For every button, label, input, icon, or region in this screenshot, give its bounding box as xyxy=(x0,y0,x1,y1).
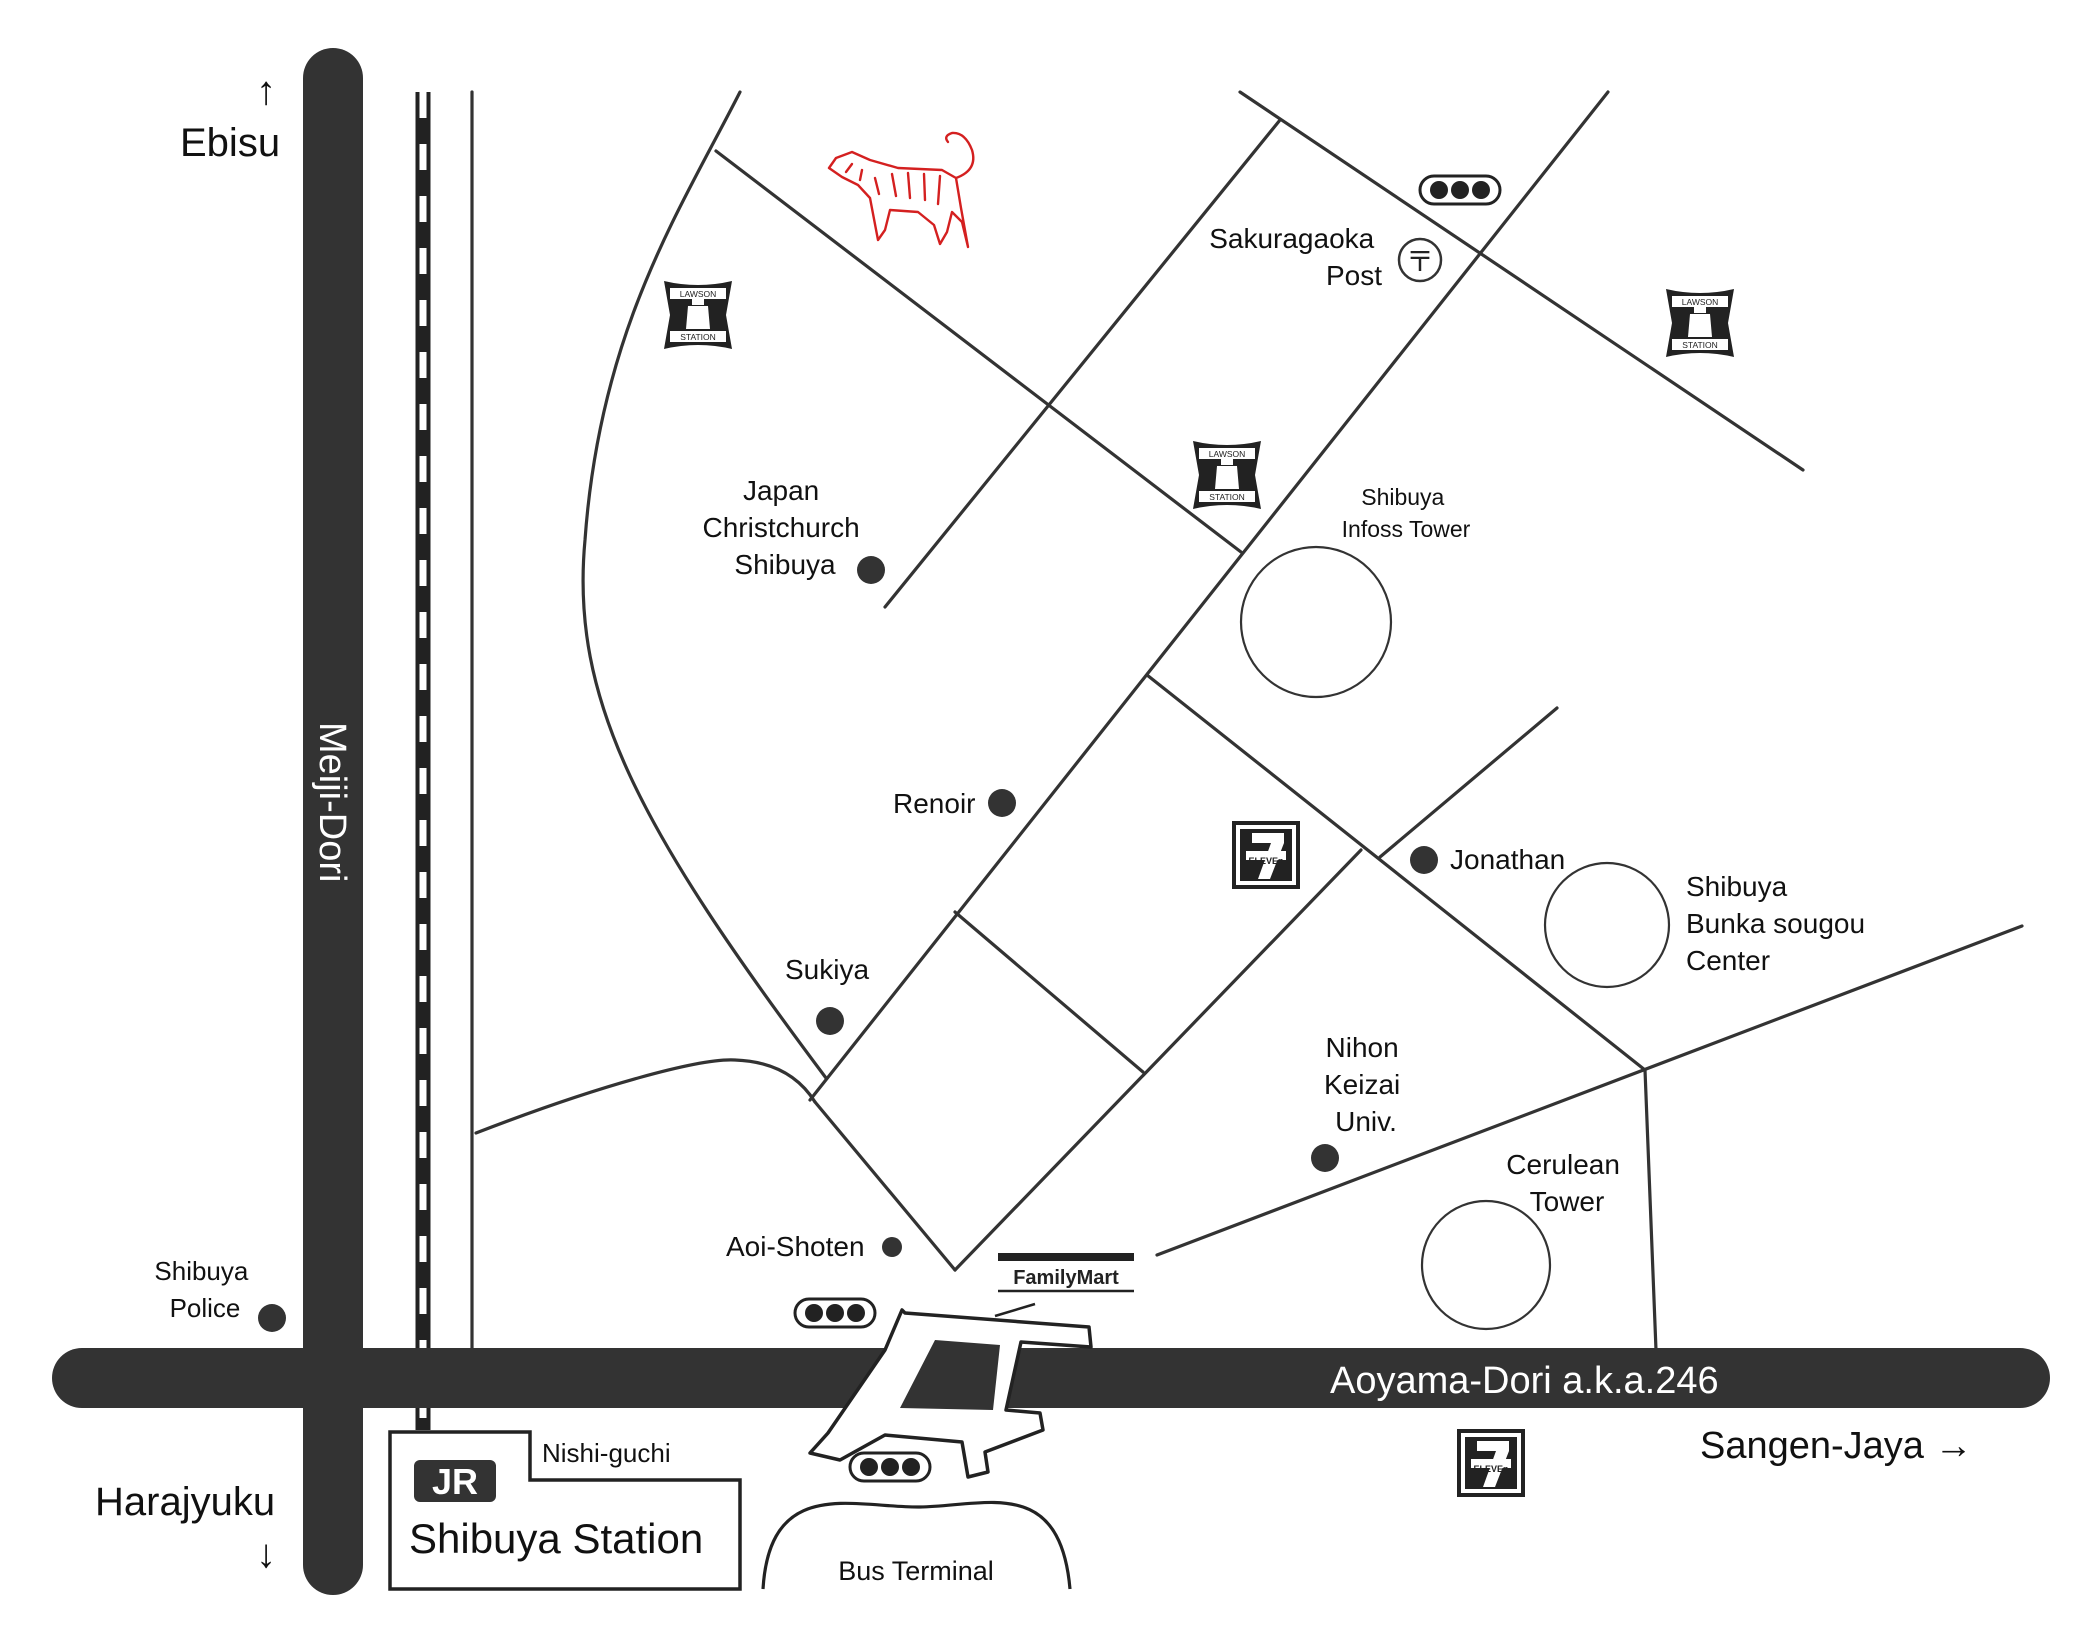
lawson-station-icon: LAWSON STATION xyxy=(1666,289,1734,357)
japan-christchurch-marker xyxy=(857,556,885,584)
infoss-tower-building xyxy=(1239,545,1393,699)
ebisu-label: Ebisu xyxy=(180,121,280,165)
nishi-guchi-label: Nishi-guchi xyxy=(542,1438,671,1468)
aoyama-dori-label: Aoyama-Dori a.k.a.246 xyxy=(1330,1360,1719,1402)
traffic-light-icon xyxy=(1418,174,1502,206)
svg-text:ELEVEn: ELEVEn xyxy=(1473,1464,1508,1474)
sakuragaoka-post-label: Sakuragaoka Post xyxy=(1209,223,1382,291)
bus-terminal-label: Bus Terminal xyxy=(838,1556,994,1586)
aoi-shoten-label: Aoi-Shoten xyxy=(726,1231,865,1262)
svg-text:STATION: STATION xyxy=(1682,340,1718,350)
infoss-tower-label: Shibuya Infoss Tower xyxy=(1342,484,1471,542)
cerulean-tower-building xyxy=(1420,1199,1552,1331)
sukiya-label: Sukiya xyxy=(785,954,869,985)
bus-terminal-building xyxy=(761,1500,1072,1590)
sangen-jaya-label: Sangen-Jaya → xyxy=(1700,1425,1973,1467)
svg-text:STATION: STATION xyxy=(1209,492,1245,502)
renoir-label: Renoir xyxy=(893,788,975,819)
meiji-dori-label: Meiji-Dori xyxy=(311,722,353,882)
shibuya-station-label: Shibuya Station xyxy=(409,1515,703,1562)
svg-text:FamilyMart: FamilyMart xyxy=(1013,1267,1119,1289)
post-office-icon: 〒 xyxy=(1397,237,1443,283)
traffic-light-icon xyxy=(848,1451,932,1483)
svg-text:LAWSON: LAWSON xyxy=(680,289,717,299)
seven-eleven-icon: ELEVEn xyxy=(1232,821,1300,889)
svg-text:LAWSON: LAWSON xyxy=(1209,449,1246,459)
tiger-icon xyxy=(827,131,975,249)
scramble-crossing xyxy=(808,1308,1093,1479)
place-markers xyxy=(258,556,1438,1332)
nihon-keizai-marker xyxy=(1311,1144,1339,1172)
harajyuku-arrow: ↓ xyxy=(256,1532,276,1576)
svg-text:JR: JR xyxy=(432,1461,478,1502)
lawson-station-icon: LAWSON STATION xyxy=(1193,441,1261,509)
shibuya-police-label: Shibuya Police xyxy=(154,1256,255,1323)
traffic-light-icon xyxy=(793,1297,877,1329)
bunka-center-label: Shibuya Bunka sougou Center xyxy=(1686,871,1873,976)
sukiya-marker xyxy=(816,1007,844,1035)
ebisu-arrow: ↑ xyxy=(256,69,276,113)
japan-christchurch-label: Japan Christchurch Shibuya xyxy=(703,475,868,580)
svg-text:LAWSON: LAWSON xyxy=(1682,297,1719,307)
svg-text:ELEVEn: ELEVEn xyxy=(1248,856,1283,866)
svg-text:〒: 〒 xyxy=(1406,245,1434,278)
familymart-store: FamilyMart xyxy=(994,1253,1134,1318)
nihon-keizai-label: Nihon Keizai Univ. xyxy=(1324,1032,1408,1137)
seven-eleven-icon: ELEVEn xyxy=(1457,1429,1525,1497)
aoi-shoten-marker xyxy=(882,1237,902,1257)
svg-text:STATION: STATION xyxy=(680,332,716,342)
jr-logo: JR xyxy=(414,1460,496,1502)
jonathan-label: Jonathan xyxy=(1450,844,1565,875)
cerulean-tower-label: Cerulean Tower xyxy=(1506,1149,1627,1217)
street-network xyxy=(470,90,2024,1354)
harajyuku-label: Harajyuku xyxy=(95,1480,275,1524)
shibuya-police-marker xyxy=(258,1304,286,1332)
renoir-marker xyxy=(988,789,1016,817)
jonathan-marker xyxy=(1410,846,1438,874)
lawson-station-icon: LAWSON STATION xyxy=(664,281,732,349)
bunka-center-building xyxy=(1543,861,1671,989)
